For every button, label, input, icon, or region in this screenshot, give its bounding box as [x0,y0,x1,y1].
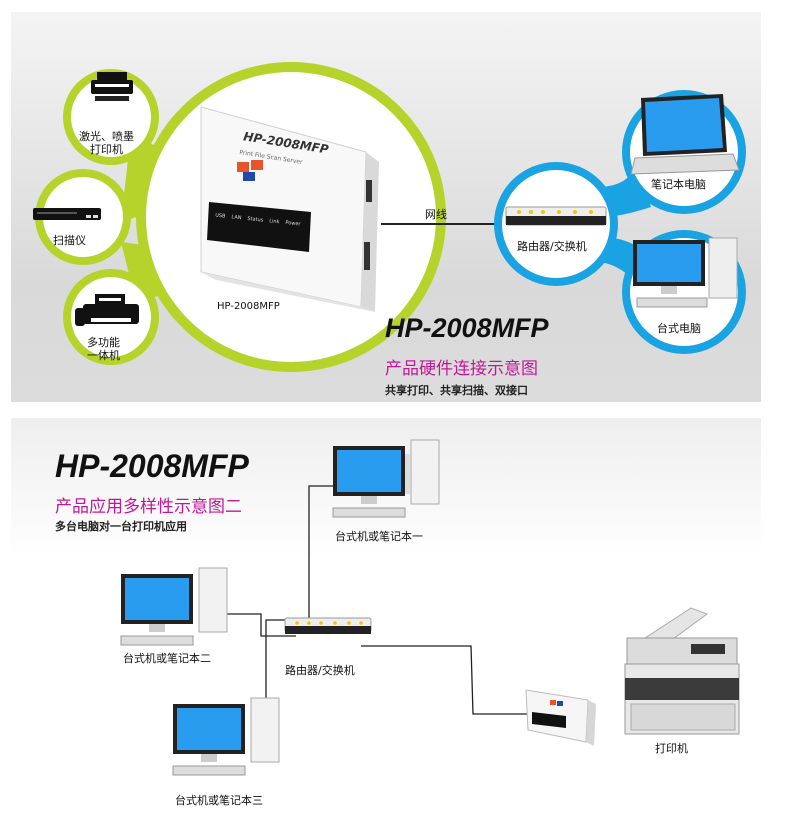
panel2-title: HP-2008MFP [55,448,249,484]
pc2-label: 台式机或笔记本二 [123,652,211,665]
printer-icon [91,72,133,101]
router-label: 路由器/交换机 [517,240,587,253]
panel1-title: HP-2008MFP [385,313,549,343]
mfp-label-line2: 一体机 [87,349,120,362]
panel1-tagline: 共享打印、共享扫描、双接口 [385,384,528,397]
printer-label: 打印机 [655,742,688,755]
server-model-label: HP-2008MFP [217,301,280,312]
printer-label-line2: 打印机 [90,143,123,156]
print-server-device [200,106,379,312]
panel2-tagline: 多台电脑对一台打印机应用 [55,520,187,533]
panel2-subtitle: 产品应用多样性示意图二 [55,497,242,517]
printer-label-line1: 激光、喷墨 [79,130,134,143]
scanner-icon [33,208,101,220]
port-label: LAN [231,214,242,222]
desktop-label: 台式电脑 [657,322,701,335]
desktop-computer-icon [120,567,228,646]
pc3-label: 台式机或笔记本三 [175,794,263,807]
laptop-label: 笔记本电脑 [651,178,706,191]
network-wires [216,485,531,716]
router-icon [505,206,607,226]
router-label: 路由器/交换机 [285,664,355,677]
multifunction-printer-icon [75,294,139,326]
cable-label: 网线 [425,208,447,221]
desktop-computer-icon [332,439,440,518]
hardware-connection-panel: 激光、喷墨 打印机 扫描仪 多功能 一体机 HP-2008MFP Print F… [11,12,761,402]
laser-printer-icon [624,607,740,735]
desktop-computer-icon [633,237,738,308]
desktop-computer-icon [172,697,280,776]
scanner-label: 扫描仪 [53,234,86,247]
panel1-subtitle: 产品硬件连接示意图 [385,359,538,379]
print-server-device [525,689,596,746]
laptop-icon [630,94,740,175]
port-label: Link [268,218,280,226]
application-diagram-panel: HP-2008MFP 产品应用多样性示意图二 多台电脑对一台打印机应用 台式机或… [11,418,761,822]
network-diagram [120,439,740,776]
port-label: USB [214,212,226,220]
router-icon [284,617,372,634]
connection-diagram [33,62,746,372]
mfp-label-line1: 多功能 [87,336,120,349]
pc1-label: 台式机或笔记本一 [335,530,423,543]
